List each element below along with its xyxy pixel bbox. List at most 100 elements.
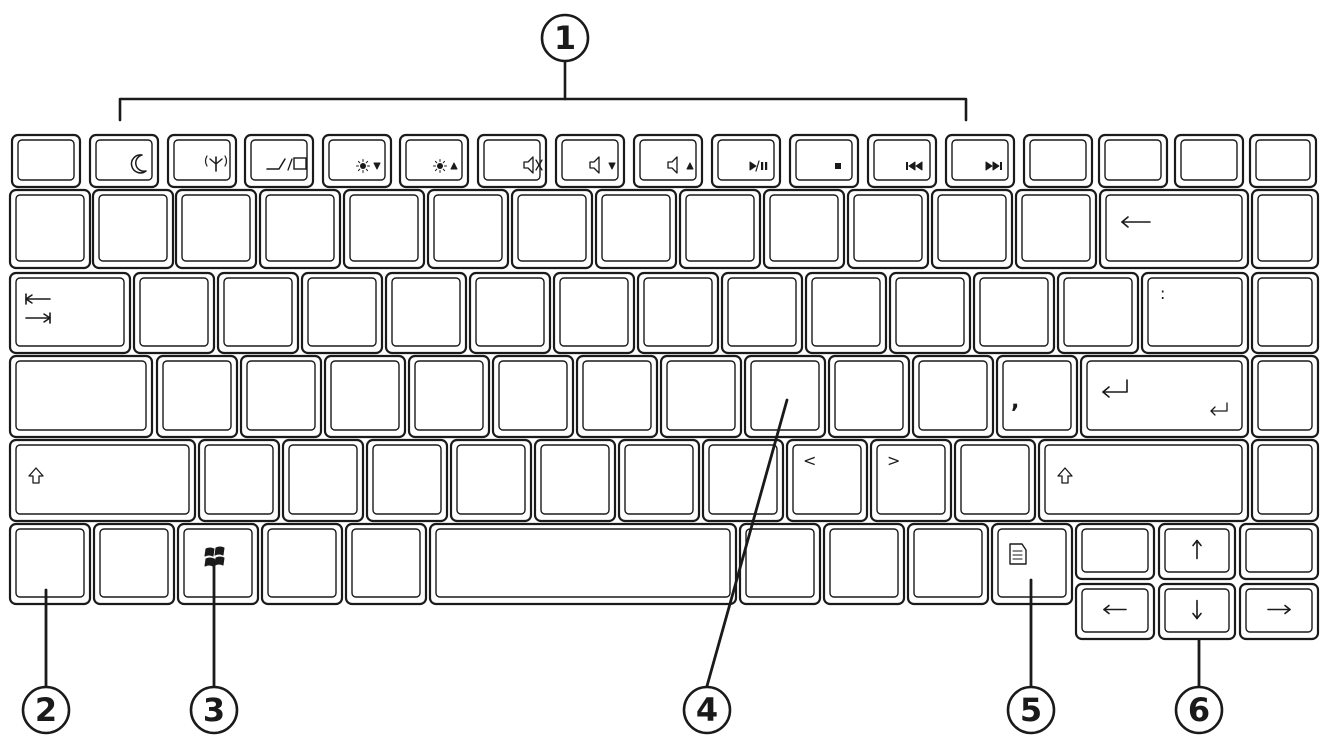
letter-row3-key-4 [449, 438, 533, 523]
letter-row1-key-12 [1056, 271, 1140, 355]
function-key-10 [710, 133, 782, 189]
enter-arrow-icon [1102, 379, 1228, 416]
brightness-down-icon [356, 159, 381, 173]
ctrl-key [92, 522, 176, 606]
callout-3: 3 [189, 685, 239, 735]
tab-key [8, 271, 132, 355]
function-key-17 [1248, 133, 1318, 189]
greater-than-key [869, 438, 953, 523]
play-pause-icon [749, 160, 768, 172]
callout-4-leader [705, 398, 789, 688]
number-row-key-12 [930, 188, 1014, 270]
letter-row1-key-3 [300, 271, 384, 355]
number-row-key-4 [258, 188, 342, 270]
letter-row1-key-11 [972, 271, 1056, 355]
bottom-key-5 [344, 522, 428, 606]
wireless-antenna-icon [204, 155, 228, 172]
next-track-icon [985, 161, 1002, 171]
bottom-key-8 [822, 522, 906, 606]
function-key-3 [166, 133, 238, 189]
fn-key [8, 522, 92, 606]
arrow-right-icon [1267, 604, 1291, 615]
comma-key [995, 354, 1079, 439]
letter-row2-key-8 [743, 354, 827, 439]
application-menu-icon [1009, 543, 1027, 565]
colon-legend: : [1160, 284, 1165, 303]
arrow-down-icon [1192, 599, 1202, 620]
display-toggle-icon [266, 157, 307, 171]
volume-down-icon [589, 156, 616, 174]
callout-leaders [44, 60, 1201, 688]
letter-row1-key-1 [132, 271, 216, 355]
letter-row1-key-4 [384, 271, 468, 355]
brightness-up-icon [433, 159, 458, 173]
callout-1-bracket [118, 60, 968, 122]
less-than-key [785, 438, 869, 523]
function-key-8 [554, 133, 626, 189]
enter-key [1079, 354, 1250, 439]
edge-key-row3 [1250, 271, 1320, 355]
letter-row1-key-10 [888, 271, 972, 355]
colon-key [1140, 271, 1250, 355]
letter-row2-key-3 [323, 354, 407, 439]
function-key-13 [944, 133, 1016, 189]
function-key-12 [866, 133, 938, 189]
function-key-11 [788, 133, 860, 189]
windows-logo-icon [204, 546, 225, 567]
number-row-key-2 [91, 188, 175, 270]
previous-track-icon [906, 161, 923, 171]
number-row-key-5 [342, 188, 426, 270]
key-icons [25, 154, 1291, 620]
letter-row3-key-5 [533, 438, 617, 523]
callout-6: 6 [1174, 685, 1224, 735]
callout-5: 5 [1006, 685, 1056, 735]
arrow-left-icon [1103, 604, 1127, 615]
number-row-key-6 [426, 188, 510, 270]
callout-5-number: 5 [1020, 691, 1042, 729]
letter-row2-key-5 [491, 354, 575, 439]
letter-row2-key-1 [155, 354, 239, 439]
arrow-up-icon [1192, 539, 1202, 560]
letter-row1-key-7 [636, 271, 720, 355]
bottom-key-9 [906, 522, 990, 606]
letter-row3-key-1 [197, 438, 281, 523]
number-row-key-10 [762, 188, 846, 270]
function-key-14 [1022, 133, 1094, 189]
letter-row3-key-10 [953, 438, 1037, 523]
backspace-key [1098, 188, 1250, 270]
letter-row1-key-5 [468, 271, 552, 355]
edge-key-row5 [1250, 438, 1320, 523]
letter-row2-key-9 [827, 354, 911, 439]
function-key-1 [10, 133, 82, 189]
tab-arrows-icon [25, 293, 51, 324]
arrow-cluster-blank-right [1238, 522, 1320, 581]
number-row-key-13 [1014, 188, 1098, 270]
letter-row2-key-10 [911, 354, 995, 439]
letter-row3-key-6 [617, 438, 701, 523]
sleep-moon-icon [130, 154, 147, 174]
letter-row2-key-7 [659, 354, 743, 439]
number-row-key-7 [510, 188, 594, 270]
callout-1: 1 [540, 13, 590, 63]
callout-2-number: 2 [35, 691, 57, 729]
mute-icon [523, 156, 543, 174]
callout-3-number: 3 [203, 691, 225, 729]
caps-lock-key [8, 354, 154, 439]
number-row-key-8 [594, 188, 678, 270]
callout-2: 2 [21, 685, 71, 735]
function-key-16 [1173, 133, 1245, 189]
number-row-key-11 [846, 188, 930, 270]
space-bar [428, 522, 738, 606]
function-key-15 [1097, 133, 1169, 189]
function-key-6 [398, 133, 470, 189]
callout-1-number: 1 [554, 19, 576, 57]
letter-row1-key-8 [720, 271, 804, 355]
function-key-7 [476, 133, 548, 189]
letter-row3-key-2 [281, 438, 365, 523]
alt-key [260, 522, 344, 606]
bottom-key-7 [738, 522, 822, 606]
function-key-5 [321, 133, 393, 189]
arrow-cluster-blank-left [1074, 522, 1156, 581]
